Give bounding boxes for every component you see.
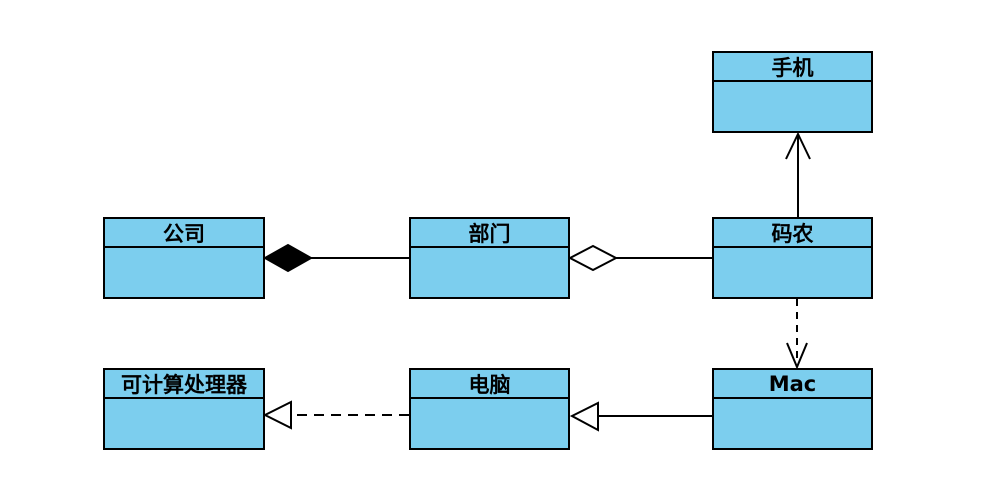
class-body-coder	[714, 248, 871, 297]
class-name-computable-processor: 可计算处理器	[105, 370, 263, 399]
edge-generalization-mac-computer	[569, 401, 712, 432]
marker-composition	[262, 243, 314, 273]
class-name-phone: 手机	[714, 53, 871, 82]
class-box-phone[interactable]: 手机	[712, 51, 873, 133]
class-name-coder: 码农	[714, 219, 871, 248]
marker-generalization	[569, 401, 599, 432]
edge-association-coder-phone	[785, 131, 811, 217]
edge-composition-company-department	[262, 243, 409, 273]
class-box-mac[interactable]: Mac	[712, 368, 873, 450]
class-body-mac	[714, 399, 871, 448]
class-body-department	[411, 248, 568, 297]
class-name-computer: 电脑	[411, 370, 568, 399]
class-name-department: 部门	[411, 219, 568, 248]
class-body-phone	[714, 82, 871, 131]
class-box-department[interactable]: 部门	[409, 217, 570, 299]
marker-directed-association	[785, 131, 811, 160]
marker-dependency	[786, 342, 808, 370]
class-box-computer[interactable]: 电脑	[409, 368, 570, 450]
marker-realization	[262, 400, 292, 430]
class-name-company: 公司	[105, 219, 263, 248]
class-body-company	[105, 248, 263, 297]
marker-aggregation	[567, 244, 619, 272]
edge-dependency-coder-mac	[786, 299, 808, 370]
class-body-computable-processor	[105, 399, 263, 448]
class-box-coder[interactable]: 码农	[712, 217, 873, 299]
edge-aggregation-department-coder	[567, 244, 712, 272]
class-body-computer	[411, 399, 568, 448]
edge-realization-computer-processor	[262, 400, 409, 430]
class-box-company[interactable]: 公司	[103, 217, 265, 299]
class-box-computable-processor[interactable]: 可计算处理器	[103, 368, 265, 450]
class-name-mac: Mac	[714, 370, 871, 399]
